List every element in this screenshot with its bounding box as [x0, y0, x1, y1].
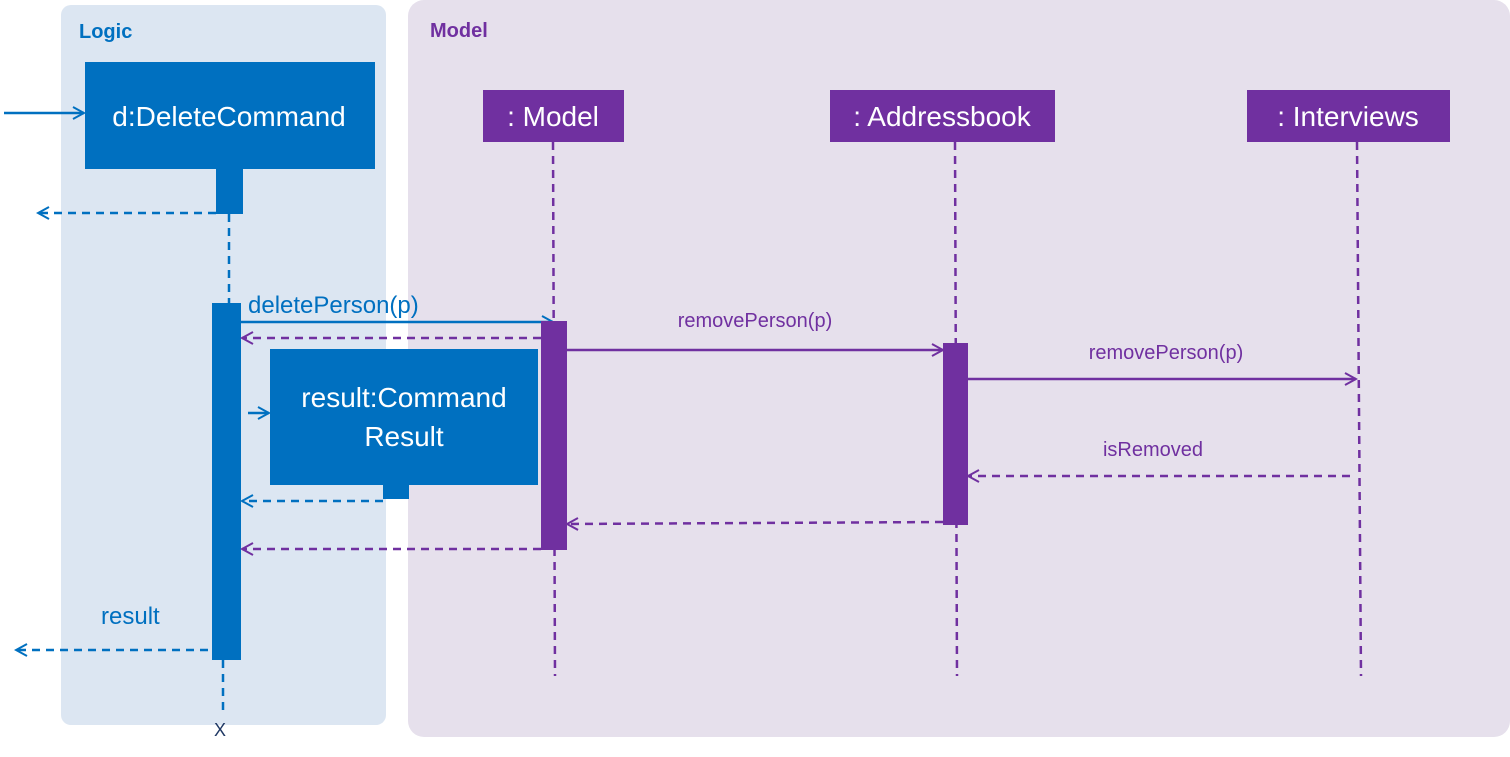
addressbook-participant-label: : Addressbook [853, 101, 1031, 132]
delete-command-activation [212, 303, 241, 660]
command-result-activation [383, 485, 409, 499]
destroy-marker: X [214, 720, 226, 740]
delete-command-label: d:DeleteCommand [112, 101, 345, 132]
logic-group-title: Logic [79, 21, 132, 43]
model-activation [541, 321, 567, 550]
delete-command-box [85, 62, 375, 169]
model-group-title: Model [430, 20, 488, 42]
addressbook-participant-box [830, 90, 1055, 142]
remove-person-addressbook-label: removePerson(p) [1089, 342, 1244, 364]
command-result-box [270, 349, 538, 485]
command-result-label-line1: result:Command [301, 382, 506, 413]
delete-person-message-label: deletePerson(p) [248, 292, 419, 319]
model-participant-box [483, 90, 624, 142]
addressbook-return-arrow [567, 522, 944, 524]
result-message-label: result [101, 603, 160, 630]
delete-command-creation-activation [216, 169, 243, 214]
interviews-lifeline [1355, 141, 1363, 677]
interviews-participant-label: : Interviews [1277, 101, 1419, 132]
model-participant-label: : Model [507, 101, 599, 132]
is-removed-label: isRemoved [1103, 439, 1203, 461]
interviews-participant-box [1247, 90, 1450, 142]
command-result-label-line2: Result [364, 421, 444, 452]
remove-person-model-label: removePerson(p) [678, 310, 833, 332]
addressbook-activation [943, 343, 968, 525]
